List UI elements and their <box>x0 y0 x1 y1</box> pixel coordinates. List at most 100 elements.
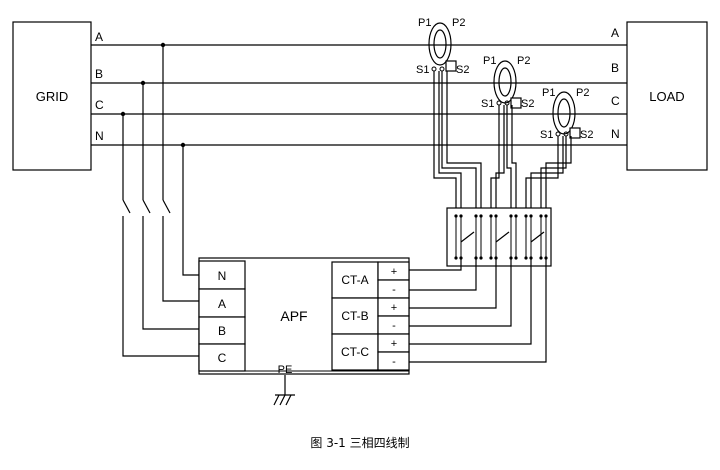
ct-b-lead-s1-inner <box>495 105 505 212</box>
ct-b-s1-dot <box>496 100 502 106</box>
lead-ct-a-plus <box>409 258 462 271</box>
ct-a-lead-s1-outer <box>433 71 457 212</box>
load-phase-label-c: C <box>611 94 620 108</box>
ct-b-p2-label: P2 <box>517 55 530 67</box>
ct-b-terminal <box>510 97 522 109</box>
apf-ct-b-minus: - <box>392 320 396 332</box>
ct-c-lead-s2-inner <box>540 136 567 212</box>
ct-c-lead-s1-outer <box>525 136 559 212</box>
phase-lines <box>91 44 627 146</box>
ct-a-lead-s2-outer <box>446 71 482 212</box>
earth-hatch <box>279 394 286 406</box>
apf-terminal-n-label: N <box>218 269 227 283</box>
ct-b-lead-s2-inner <box>506 105 512 212</box>
wire-b-lower <box>142 216 199 330</box>
grid-phase-label-n: N <box>95 129 104 143</box>
load-box <box>626 21 708 171</box>
load-phase-label-n: N <box>611 127 620 141</box>
grid-phase-label-a: A <box>95 30 103 44</box>
ct-b-ring-inner <box>498 67 512 97</box>
load-phase-label-b: B <box>611 61 619 75</box>
apf-ct-c-block <box>331 333 379 371</box>
wire-n <box>182 145 199 276</box>
ct-c-p1-label: P1 <box>542 87 555 99</box>
ct-shorting-block <box>446 207 552 267</box>
grid-source: GRID <box>12 21 92 171</box>
load-label: LOAD <box>649 89 684 104</box>
sb-short-switch <box>460 231 475 243</box>
ct-c-s1-label: S1 <box>540 129 553 141</box>
earth-hatch <box>285 394 292 406</box>
lead-ct-b-plus <box>409 258 497 309</box>
lead-ct-a-minus <box>409 258 477 291</box>
apf-ct-terminals: CT-A + - CT-B + - CT-C + - <box>331 261 410 371</box>
ct-a-lead-s2-inner <box>441 71 477 212</box>
ct-a-ring-outer <box>428 22 452 66</box>
apf-ct-b-plus: + <box>391 302 397 314</box>
ct-b-lead-s1-outer <box>490 105 500 212</box>
apf-ct-a-block <box>331 261 379 299</box>
ct-a-terminal <box>445 60 457 72</box>
ct-a-s2-dot <box>439 66 445 72</box>
grid-box <box>12 21 92 171</box>
apf-ct-c-plus: + <box>391 338 397 350</box>
ct-b-p1-label: P1 <box>483 55 496 67</box>
breaker-a <box>162 199 171 214</box>
breaker-c <box>122 199 131 214</box>
ct-a-ring-inner <box>433 29 447 59</box>
breaker-b <box>142 199 151 214</box>
apf-ct-a-label: CT-A <box>341 273 368 287</box>
ct-a-s1-label: S1 <box>416 64 429 76</box>
sb-short-switch <box>530 231 545 243</box>
ct-a-s2-label: S2 <box>456 64 469 76</box>
sb-short-switch <box>495 231 510 243</box>
grid-phase-label-b: B <box>95 67 103 81</box>
ct-a-p2-label: P2 <box>452 17 465 29</box>
junction-dots <box>120 42 186 148</box>
earth-hatch <box>273 394 280 406</box>
apf-ct-c-minus-cell <box>377 351 410 371</box>
apf-terminal-c <box>198 343 246 372</box>
ct-b-lead-s2-outer <box>511 105 517 212</box>
wire-c-lower <box>122 216 199 357</box>
shorting-block-internals <box>455 216 547 258</box>
ct-c-p2-label: P2 <box>576 87 589 99</box>
shorting-block-box <box>446 207 552 267</box>
load-phase-label-a: A <box>611 26 619 40</box>
lead-ct-c-plus <box>409 258 532 345</box>
apf-power-terminals: N A B C <box>198 260 246 372</box>
apf-ct-a-plus: + <box>391 266 397 278</box>
ct-b-ring-outer <box>493 60 517 104</box>
grid-phase-label-c: C <box>95 98 104 112</box>
apf-ct-a-minus: - <box>392 284 396 296</box>
figure-caption: 图 3-1 三相四线制 <box>310 436 409 450</box>
wire-a-lower <box>162 216 199 302</box>
pe-label: PE <box>278 364 293 376</box>
ct-c-lead-s1-inner <box>530 136 564 212</box>
apf-terminal-c-label: C <box>218 351 227 365</box>
ct-c-s2-label: S2 <box>580 129 593 141</box>
apf-ct-c-minus: - <box>392 356 396 368</box>
apf-label: APF <box>280 308 307 324</box>
ct-c-ring-inner <box>557 98 571 128</box>
lead-ct-b-minus <box>409 258 512 327</box>
ct-a-s1-dot <box>431 66 437 72</box>
apf-terminal-a <box>198 288 246 318</box>
apf-unit: APF N A B C CT-A + - CT-B + - <box>198 257 410 375</box>
ground-symbol: PE <box>273 364 295 406</box>
ct-input-leads <box>409 258 547 363</box>
ct-b-s1-label: S1 <box>481 98 494 110</box>
ct-a-p1-label: P1 <box>418 17 431 29</box>
current-transformer-c: P1 P2 S1 S2 <box>540 87 593 141</box>
load-phase-labels: A B C N <box>611 26 620 141</box>
apf-ct-c-label: CT-C <box>341 345 369 359</box>
ct-c-terminal <box>569 127 581 139</box>
apf-terminal-b <box>198 316 246 345</box>
apf-ct-b-label: CT-B <box>341 309 368 323</box>
apf-supply-wires <box>122 45 199 357</box>
ct-c-lead-s2-outer <box>545 136 572 212</box>
current-transformer-a: P1 P2 S1 S2 <box>416 17 469 76</box>
grid-label: GRID <box>36 89 69 104</box>
